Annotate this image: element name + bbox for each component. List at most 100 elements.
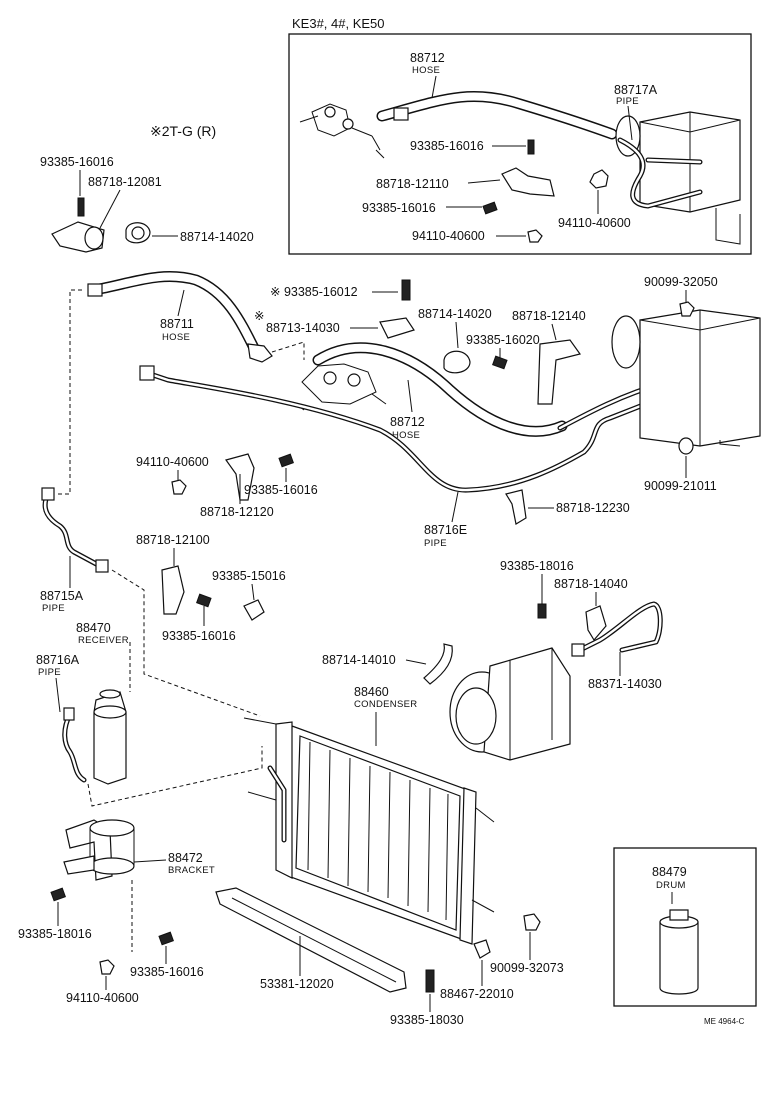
label-l08: 88714-14020 (418, 307, 492, 321)
bolt-93385-16012 (401, 279, 411, 301)
bolt-93385-18016-b (50, 887, 66, 902)
ke-inset-header: KE3#, 4#, KE50 (292, 16, 385, 31)
support-53381-12020 (215, 887, 407, 993)
bolt-93385-16016-b (278, 453, 294, 468)
hose-88711 (87, 271, 273, 363)
clip-88713-14030 (379, 317, 415, 339)
label-l31: 93385-18016 (18, 927, 92, 941)
label-l24-name: PIPE (38, 667, 61, 678)
label-l18-no: 88716E (424, 523, 467, 537)
label-ke-nut-1: 94110-40600 (558, 216, 631, 230)
reference-code: ME 4964-C (704, 1017, 745, 1026)
clamp-88718-12140 (537, 339, 582, 405)
label-l34: 53381-12020 (260, 977, 334, 991)
label-l07-name: HOSE (162, 332, 190, 343)
label-l10: 93385-16020 (466, 333, 540, 347)
label-l16: 90099-21011 (644, 479, 717, 493)
label-l30-name: BRACKET (168, 865, 215, 876)
label-l30-no: 88472 (168, 851, 203, 865)
bolt-93385-18030 (425, 969, 435, 993)
label-l01: 93385-16016 (40, 155, 114, 169)
label-ke-clamp: 88718-12110 (376, 177, 449, 191)
ke-hose-88712 (376, 90, 618, 140)
compressor (449, 647, 571, 761)
label-l27: 88714-14010 (322, 653, 396, 667)
evaporator-unit-main (611, 309, 761, 447)
pipe-88716A (62, 707, 87, 783)
ke-pipe-88717A (617, 137, 703, 209)
grommet-88467-22010 (473, 939, 491, 959)
label-l19: 88718-12100 (136, 533, 210, 547)
label-88712-name: HOSE (412, 65, 440, 76)
label-l29-name: CONDENSER (354, 699, 417, 710)
hose-88714-14010 (423, 643, 453, 685)
bolt-93385-16016-d (158, 931, 174, 946)
nut-94110-40600-b (99, 959, 115, 975)
label-l17: 88718-12230 (556, 501, 630, 515)
ke-bolt-1 (527, 139, 535, 155)
bolt-93385-16016-c (196, 593, 212, 608)
oring-90099-32073 (523, 913, 541, 931)
label-l35: 93385-18030 (390, 1013, 464, 1027)
label-l37: 90099-32073 (490, 961, 564, 975)
label-l28: 88371-14030 (588, 677, 662, 691)
label-l33: 94110-40600 (66, 991, 139, 1005)
hose-88712-main (312, 342, 568, 437)
label-l15: 88718-12120 (200, 505, 274, 519)
label-l02: 88718-12081 (88, 175, 162, 189)
bolt-93385-15016 (243, 599, 265, 621)
label-l23-name: RECEIVER (78, 635, 129, 646)
label-l14: 93385-16016 (244, 483, 318, 497)
label-l11: 90099-32050 (644, 275, 718, 289)
bracket-88472 (63, 819, 135, 881)
bolt-93385-16016-a (77, 197, 85, 217)
drum-inset: 88479 DRUM (613, 847, 757, 1007)
ke-clamp (501, 167, 555, 197)
label-l22-no: 88715A (40, 589, 84, 603)
drum-part-name: DRUM (656, 880, 686, 891)
ke-bolt-2 (482, 201, 498, 215)
label-l20: 93385-15016 (212, 569, 286, 583)
label-l13: 94110-40600 (136, 455, 209, 469)
ke-inset-frame (288, 33, 752, 255)
grommet-hole (131, 226, 145, 240)
label-l21: 93385-16016 (162, 629, 236, 643)
label-l04: ※ 93385-16012 (270, 285, 358, 299)
label-ke-bolt-2: 93385-16016 (362, 201, 436, 215)
label-l32: 93385-16016 (130, 965, 204, 979)
bolt-93385-18016-a (537, 603, 547, 619)
label-l23-no: 88470 (76, 621, 111, 635)
grommet-88714-14020-b (443, 350, 471, 374)
label-l26: 88718-14040 (554, 577, 628, 591)
label-l25: 93385-18016 (500, 559, 574, 573)
label-l36: 88467-22010 (440, 987, 514, 1001)
label-l24-no: 88716A (36, 653, 80, 667)
label-l09: 88718-12140 (512, 309, 586, 323)
ke-evaporator-unit (615, 111, 741, 245)
label-88712-no: 88712 (410, 51, 445, 65)
label-l12-name: HOSE (392, 430, 420, 441)
label-88717A-name: PIPE (616, 96, 639, 107)
clamp-88718-14040 (585, 605, 607, 642)
label-ke-bolt-1: 93385-16016 (410, 139, 484, 153)
clamp-88718-12081-loop (84, 226, 104, 250)
clamp-88718-12230 (505, 489, 527, 525)
label-l03: 88714-14020 (180, 230, 254, 244)
pipe-88371-14030 (571, 601, 663, 657)
oring-90099-21011 (678, 437, 694, 455)
drum-part-no: 88479 (652, 865, 687, 879)
drum-inset-frame (613, 847, 757, 1007)
variant-note: ※2T-G (R) (150, 123, 216, 139)
bolt-93385-16020 (492, 355, 508, 370)
label-l07-no: 88711 (160, 317, 194, 331)
label-ke-nut-2: 94110-40600 (412, 229, 485, 243)
label-l05: ※ (254, 309, 264, 323)
label-l18-name: PIPE (424, 538, 447, 549)
label-l06: 88713-14030 (266, 321, 340, 335)
ke-variant-inset: KE3#, 4#, KE50 (288, 16, 752, 255)
ke-compressor-fitting (299, 103, 385, 159)
receiver-88470 (93, 689, 127, 785)
pipe-88715A (41, 487, 109, 573)
drum-can (659, 921, 699, 995)
